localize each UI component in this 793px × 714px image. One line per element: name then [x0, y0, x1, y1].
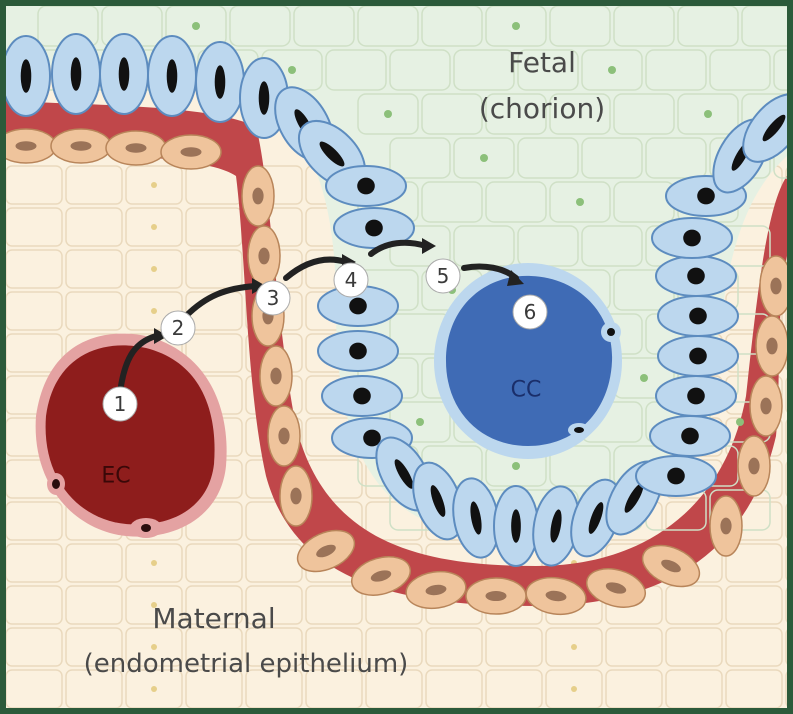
- step-1: 1: [103, 387, 137, 421]
- fetal-label: Fetal: [508, 46, 576, 79]
- step-5: 5: [426, 259, 460, 293]
- maternal-label: Maternal: [152, 602, 275, 635]
- svg-text:5: 5: [437, 264, 450, 288]
- step-6: 6: [513, 295, 547, 329]
- step-4: 4: [334, 263, 368, 297]
- chorionic-cell: CC: [434, 263, 622, 459]
- svg-text:1: 1: [114, 392, 127, 416]
- svg-text:3: 3: [267, 286, 280, 310]
- placenta-diagram: EC CC 1 2 3 4 5 6 Fetal (chorion) Matern…: [6, 6, 787, 708]
- step-2: 2: [161, 311, 195, 345]
- svg-text:2: 2: [172, 316, 185, 340]
- ec-label: EC: [101, 464, 130, 489]
- svg-text:6: 6: [524, 300, 537, 324]
- maternal-sublabel: (endometrial epithelium): [84, 649, 409, 679]
- step-3: 3: [256, 281, 290, 315]
- svg-text:4: 4: [345, 268, 358, 292]
- cc-label: CC: [511, 378, 542, 403]
- fetal-sublabel: (chorion): [479, 92, 605, 125]
